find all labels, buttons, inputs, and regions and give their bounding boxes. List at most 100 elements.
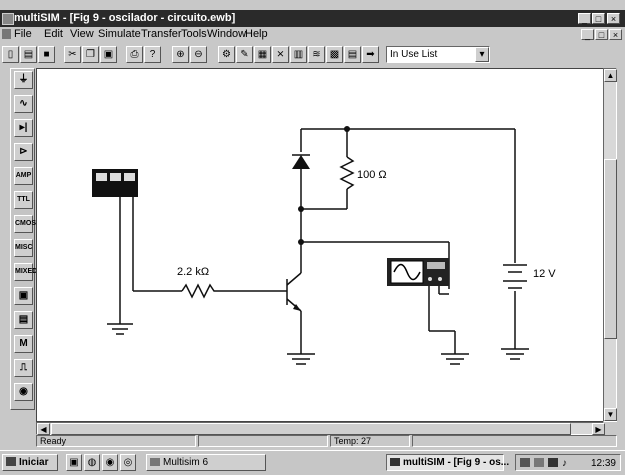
app-icon[interactable] (2, 13, 14, 25)
status-bar: Ready Temp: 27 (36, 435, 617, 447)
resistor-base-label: 2.2 kΩ (177, 266, 210, 278)
folder-icon (150, 458, 160, 466)
menu-edit[interactable]: Edit (44, 28, 63, 40)
tray-speaker-icon[interactable]: ♪ (562, 458, 567, 469)
quicklaunch-desktop-icon[interactable]: ▣ (66, 454, 82, 471)
new-icon[interactable]: ▯ (2, 46, 19, 63)
menu-view[interactable]: View (70, 28, 94, 40)
scroll-right-button[interactable]: ▶ (592, 423, 605, 435)
quicklaunch-browser-icon[interactable]: ◍ (84, 454, 100, 471)
maximize-button[interactable]: □ (592, 13, 605, 24)
windows-logo-icon (6, 457, 16, 466)
grapher-icon[interactable]: ▦ (254, 46, 271, 63)
doc-maximize-button[interactable]: □ (595, 29, 608, 40)
indicators-bin-icon[interactable]: ▣ (14, 287, 33, 305)
emitter-arrow (293, 304, 301, 311)
junction-top-left (344, 126, 350, 132)
menu-tools[interactable]: Tools (181, 28, 207, 40)
rf-bin-icon[interactable]: ◉ (14, 383, 33, 401)
transfer-icon[interactable]: ➡ (362, 46, 379, 63)
start-label: Iniciar (19, 457, 49, 468)
status-ready: Ready (36, 435, 196, 447)
menu-file[interactable]: File (14, 28, 32, 40)
transistor-collector-leg (286, 272, 302, 286)
basic-bin-icon[interactable]: ∿ (14, 95, 33, 113)
copy-icon[interactable]: ❐ (82, 46, 99, 63)
zoom-in-icon[interactable]: ⊕ (172, 46, 189, 63)
toolbar: ▯ ▤ ■ ✂ ❐ ▣ ⎙ ? ⊕ ⊖ ⚙ ✎ ▦ ⨯ ▥ ≋ ▩ ▤ ➡ In… (0, 43, 625, 67)
scroll-thumb-horizontal[interactable] (51, 423, 571, 435)
scroll-thumb-vertical[interactable] (604, 159, 617, 339)
probe-icon[interactable]: ✎ (236, 46, 253, 63)
analysis-icon[interactable]: ⨯ (272, 46, 289, 63)
minimize-button[interactable]: _ (578, 13, 591, 24)
menu-bar: File Edit View Simulate Transfer Tools W… (0, 27, 625, 42)
diodes-bin-icon[interactable]: ▸| (14, 119, 33, 137)
mixed-bin-icon[interactable]: MIXED (14, 263, 37, 281)
multimeter (92, 169, 138, 197)
doc-close-button[interactable]: × (609, 29, 622, 40)
resistor-100 (339, 156, 355, 190)
transistors-bin-icon[interactable]: ⊳ (14, 143, 33, 161)
sources-bin-icon[interactable]: ⏚ (14, 71, 33, 89)
bom-icon[interactable]: ▥ (290, 46, 307, 63)
chevron-down-icon[interactable]: ▾ (475, 47, 489, 62)
tray-volume-icon[interactable] (534, 458, 544, 467)
diode (292, 155, 310, 169)
menu-window[interactable]: Window (207, 28, 247, 40)
close-button[interactable]: × (607, 13, 620, 24)
postprocessor-icon[interactable]: ≋ (308, 46, 325, 63)
status-blank-2 (412, 435, 617, 447)
scroll-up-button[interactable]: ▲ (604, 69, 617, 82)
cut-icon[interactable]: ✂ (64, 46, 81, 63)
menu-transfer[interactable]: Transfer (141, 28, 182, 40)
paste-icon[interactable]: ▣ (100, 46, 117, 63)
windows-taskbar: Iniciar ▣ ◍ ◉ ◎ Multisim 6 multiSIM - [F… (0, 450, 625, 475)
schematic-svg (92, 126, 529, 365)
task-multisim6[interactable]: Multisim 6 (146, 454, 266, 471)
scroll-down-button[interactable]: ▼ (604, 408, 617, 421)
resistor-collector-label: 100 Ω (357, 169, 387, 181)
misc-digital-bin-icon[interactable]: MISC (14, 239, 33, 257)
junction-collector (298, 239, 304, 245)
menu-simulate[interactable]: Simulate (98, 28, 141, 40)
menu-help[interactable]: Help (245, 28, 268, 40)
window-title: multiSIM - [Fig 9 - oscilador - circuito… (14, 12, 236, 24)
netlist-icon[interactable]: ▤ (344, 46, 361, 63)
task-active-label: multiSIM - [Fig 9 - os... (403, 457, 510, 468)
component-toolbar: ⏚ ∿ ▸| ⊳ AMP TTL CMOS MISC MIXED ▣ ▤ M ⎍… (10, 68, 37, 410)
quicklaunch-outlook-icon[interactable]: ◉ (102, 454, 118, 471)
ttl-bin-icon[interactable]: TTL (14, 191, 33, 209)
tray-clock[interactable]: 12:39 (590, 458, 616, 469)
multisim-task-icon (390, 458, 400, 466)
controls-bin-icon[interactable]: ▤ (14, 311, 33, 329)
document-icon[interactable] (2, 29, 11, 39)
zoom-out-icon[interactable]: ⊖ (190, 46, 207, 63)
component-icon[interactable]: ⚙ (218, 46, 235, 63)
title-bar[interactable]: multiSIM - [Fig 9 - oscilador - circuito… (0, 10, 625, 27)
task-active-multisim[interactable]: multiSIM - [Fig 9 - os... (386, 454, 509, 471)
cmos-bin-icon[interactable]: CMOS (14, 215, 36, 233)
scroll-left-button[interactable]: ◀ (37, 423, 50, 435)
doc-minimize-button[interactable]: _ (581, 29, 594, 40)
schematic-canvas[interactable]: 2.2 kΩ 100 Ω 12 V (36, 68, 604, 422)
save-icon[interactable]: ■ (38, 46, 55, 63)
in-use-list-value: In Use List (390, 49, 438, 60)
task-multisim6-label: Multisim 6 (163, 457, 209, 468)
database-icon[interactable]: ▩ (326, 46, 343, 63)
tray-monitor-icon[interactable] (548, 458, 558, 467)
start-button[interactable]: Iniciar (2, 454, 58, 471)
misc-bin-icon[interactable]: M (14, 335, 33, 353)
print-icon[interactable]: ⎙ (126, 46, 143, 63)
open-icon[interactable]: ▤ (20, 46, 37, 63)
oscilloscope (387, 258, 449, 286)
status-blank-1 (198, 435, 328, 447)
help-icon[interactable]: ? (144, 46, 161, 63)
vertical-scrollbar[interactable]: ▲ ▼ (603, 68, 617, 422)
tray-network-icon[interactable] (520, 458, 530, 467)
in-use-list-combo[interactable]: In Use List ▾ (386, 46, 490, 63)
quicklaunch-channel-icon[interactable]: ◎ (120, 454, 136, 471)
analog-bin-icon[interactable]: AMP (14, 167, 33, 185)
horizontal-scrollbar[interactable]: ◀ ▶ (36, 422, 605, 435)
instruments-bin-icon[interactable]: ⎍ (14, 359, 33, 377)
